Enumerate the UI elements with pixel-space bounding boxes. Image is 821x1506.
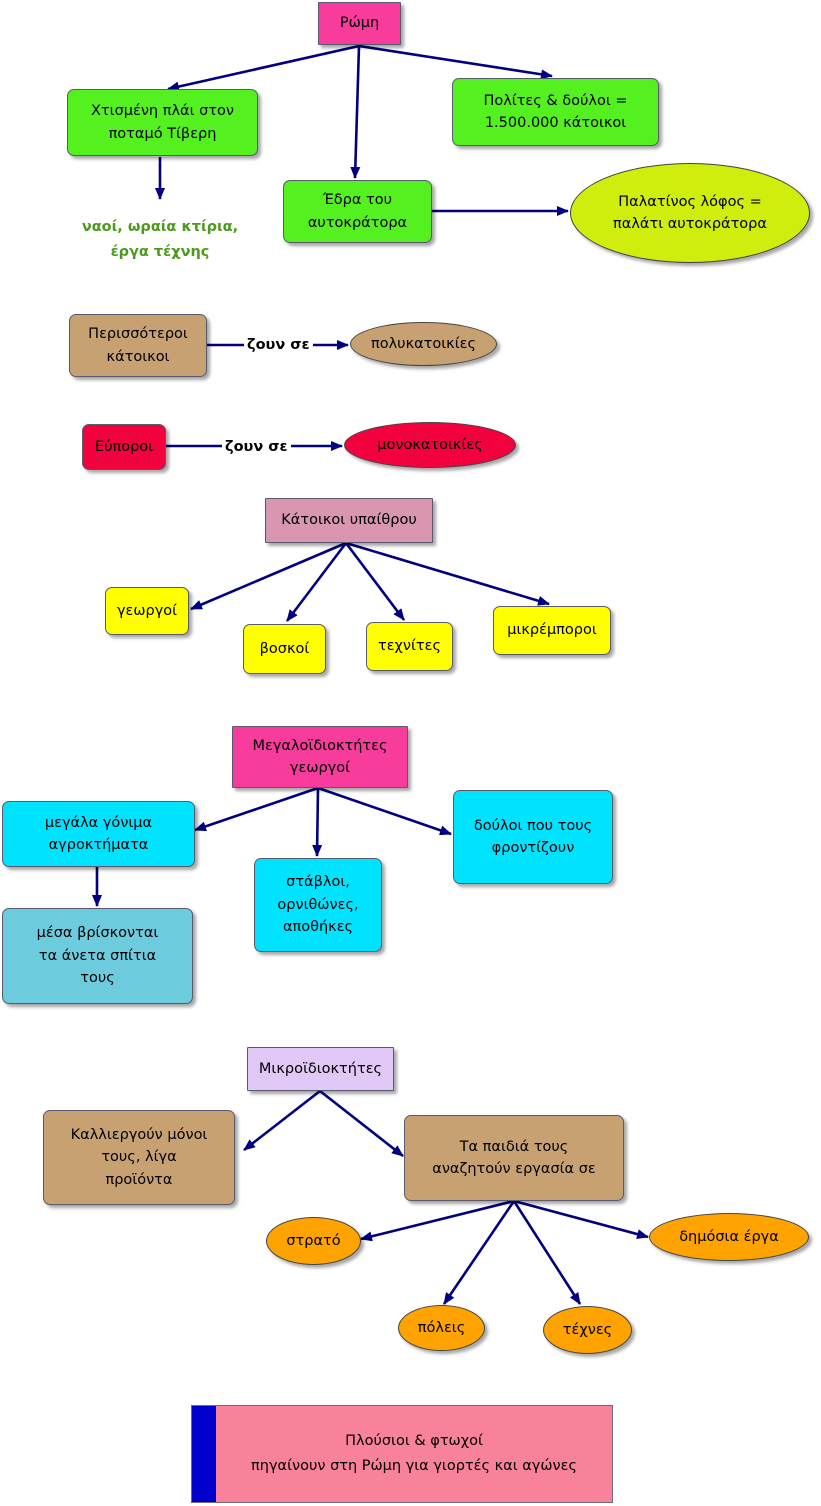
edge-rome-citizens <box>358 44 553 80</box>
node-most-inhabitants[interactable]: Περισσότεροι κάτοικοι <box>69 314 207 377</box>
node-palatine[interactable]: Παλατίνος λόφος = παλάτι αυτοκράτορα <box>570 163 810 263</box>
edge-children-publicworks <box>513 1199 649 1239</box>
edge-landowners-estates <box>194 786 319 832</box>
node-cultivate[interactable]: Καλλιεργούν μόνοι τους, λίγα προϊόντα <box>43 1110 235 1205</box>
edge-small-children <box>319 1089 404 1158</box>
node-herders[interactable]: βοσκοί <box>243 624 326 674</box>
node-merchants[interactable]: μικρέμποροι <box>493 606 611 655</box>
node-stables[interactable]: στάβλοι, ορνιθώνες, αποθήκες <box>254 858 382 952</box>
edge-rural-farmers <box>190 541 347 611</box>
edge-landowners-slaves <box>317 786 452 836</box>
node-apartments[interactable]: πολυκατοικίες <box>350 322 497 366</box>
node-slaves[interactable]: δούλοι που τους φροντίζουν <box>453 790 613 884</box>
node-citizens[interactable]: Πολίτες & δούλοι = 1.500.000 κάτοικοι <box>452 78 659 146</box>
node-farmers[interactable]: γεωργοί <box>105 587 189 635</box>
node-landowners[interactable]: Μεγαλοϊδιοκτήτες γεωργοί <box>232 726 408 788</box>
node-estates[interactable]: μεγάλα γόνιμα αγροκτήματα <box>2 801 195 867</box>
node-wealthy[interactable]: Εύποροι <box>82 424 166 470</box>
node-smallholders[interactable]: Μικροϊδιοκτήτες <box>247 1047 394 1091</box>
edge-small-cultivate <box>243 1089 321 1152</box>
banner-text: Πλούσιοι & φτωχοί πηγαίνουν στη Ρώμη για… <box>251 1433 577 1474</box>
node-children[interactable]: Τα παιδιά τους αναζητούν εργασία σε <box>404 1115 624 1201</box>
edge-children-arts <box>512 1200 582 1305</box>
node-homes[interactable]: μέσα βρίσκονται τα άνετα σπίτια τους <box>2 908 193 1004</box>
edge-rural-craftsmen <box>344 542 406 621</box>
edge-label-live-in-1: ζουν σε <box>244 336 313 354</box>
edge-rural-herders <box>285 542 348 622</box>
edge-rural-merchants <box>345 541 550 606</box>
node-houses[interactable]: μονοκατοικίες <box>344 422 516 468</box>
node-tiber[interactable]: Χτισμένη πλάι στον ποταμό Τίβερη <box>67 89 258 156</box>
node-rural[interactable]: Κάτοικοι υπαίθρου <box>265 498 433 543</box>
edge-rome-tiber <box>167 44 360 92</box>
node-public-works[interactable]: δημόσια έργα <box>649 1213 809 1261</box>
node-arts[interactable]: τέχνες <box>543 1306 632 1354</box>
edge-rome-seat <box>350 45 361 179</box>
node-rome[interactable]: Ρώμη <box>318 2 401 45</box>
note-temples: ναοί, ωραία κτίρια, έργα τέχνης <box>81 219 239 260</box>
edge-label-live-in-2: ζουν σε <box>222 438 291 456</box>
node-craftsmen[interactable]: τεχνίτες <box>366 622 453 671</box>
node-army[interactable]: στρατό <box>266 1217 361 1265</box>
node-cities[interactable]: πόλεις <box>398 1305 485 1351</box>
banner-accent-bar <box>192 1406 216 1502</box>
footer-banner: Πλούσιοι & φτωχοί πηγαίνουν στη Ρώμη για… <box>191 1405 613 1503</box>
node-seat[interactable]: Έδρα του αυτοκράτορα <box>283 180 432 243</box>
edge-children-army <box>360 1199 515 1242</box>
edge-landowners-stables <box>312 787 323 857</box>
edge-children-cities <box>442 1200 516 1305</box>
